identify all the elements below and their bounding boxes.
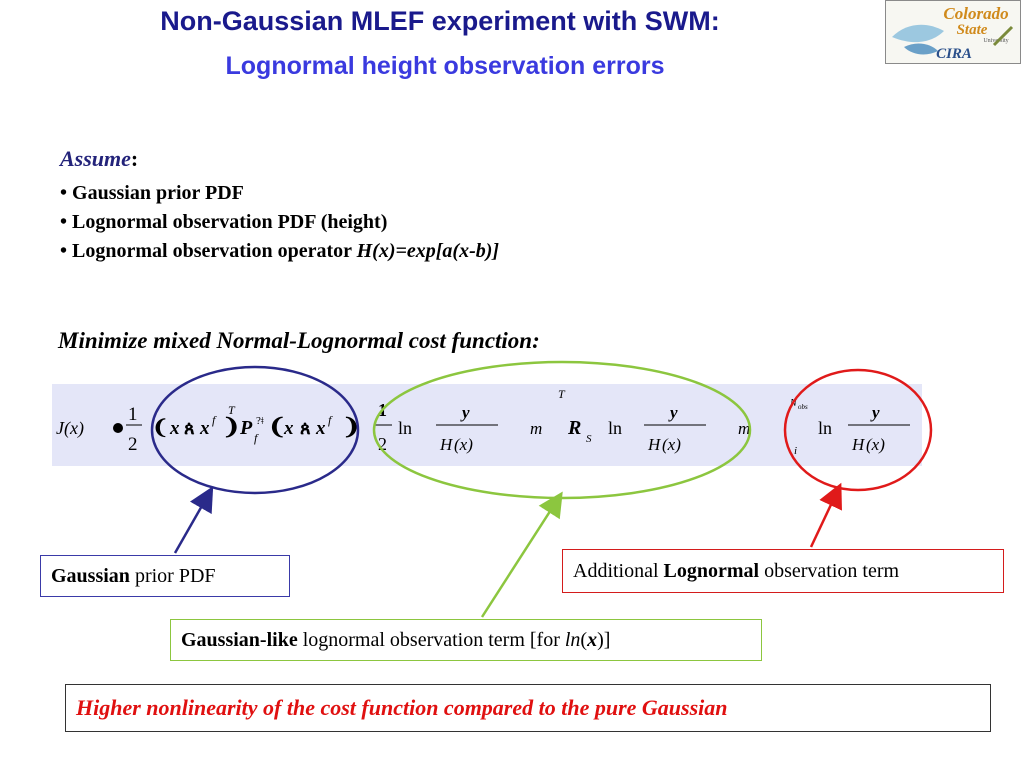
callout-text: Additional <box>573 560 664 582</box>
eq-Hx-2: (x) <box>662 435 681 454</box>
assume-item-label: Lognormal observation operator <box>72 240 357 262</box>
assume-item-label: Gaussian prior PDF <box>72 182 244 204</box>
logo-graphic: Colorado State University CIRA <box>886 1 1020 63</box>
eq-f-sub: f <box>254 431 259 445</box>
assume-label: Assume <box>60 146 131 171</box>
eq-equals-glyph <box>113 423 123 433</box>
logo-colorado-text: Colorado <box>943 4 1008 23</box>
callout-paren: ( <box>580 629 588 651</box>
additional-lognormal-arrow <box>809 482 842 548</box>
eq-f-sup-1: f <box>212 413 217 427</box>
eq-P: P <box>239 417 253 439</box>
eq-ln-3: ln <box>818 418 832 438</box>
gaussian-like-ellipse <box>372 360 752 500</box>
eq-i-sub: i <box>794 445 797 457</box>
callout-bold-text: Lognormal <box>663 560 760 582</box>
cost-function-equation: J(x) 1 2 ❨ x ጰ x f ❩ T P f ?ǂ ❨ x ጰ x f … <box>52 384 922 466</box>
eq-x2: x <box>199 418 210 439</box>
minimize-heading: Minimize mixed Normal-Lognormal cost fun… <box>58 328 540 353</box>
colorado-state-cira-logo: Colorado State University CIRA <box>885 0 1021 64</box>
eq-minus-glyph: ጰ <box>184 418 195 438</box>
eq-H-1: H <box>439 435 454 454</box>
gaussian-like-callout: Gaussian-like lognormal observation term… <box>170 619 762 661</box>
callout-bold-text: Gaussian <box>51 565 130 587</box>
gaussian-prior-ellipse <box>150 365 360 495</box>
eq-f-sup-2: f <box>328 413 333 427</box>
logo-state-text: State <box>957 22 988 38</box>
eq-paren-glyph-2: ❨ <box>268 414 286 439</box>
eq-paren-glyph: ❨ <box>152 417 169 439</box>
eq-x4: x <box>315 418 326 439</box>
eq-inverse-glyph: ?ǂ <box>256 415 264 427</box>
eq-Hx-1: (x) <box>454 435 473 454</box>
eq-lhs: J(x) <box>56 418 84 439</box>
assume-colon: : <box>130 146 139 171</box>
eq-y-1: y <box>460 403 470 422</box>
callout-x-text: x <box>587 629 598 651</box>
gaussian-prior-arrow <box>173 486 214 554</box>
gaussian-prior-callout: Gaussian prior PDF <box>40 555 290 597</box>
gaussian-like-arrow <box>480 491 563 618</box>
eq-Hx-3: (x) <box>866 435 885 454</box>
assume-item-gaussian-prior: • Gaussian prior PDF <box>60 182 244 204</box>
callout-bold-text: Gaussian-like <box>181 629 298 651</box>
logo-pen-icon <box>992 25 1014 47</box>
additional-lognormal-ellipse <box>783 368 933 492</box>
logo-cloud-icon <box>904 43 938 55</box>
eq-ln-1: ln <box>398 418 412 438</box>
eq-y-2: y <box>668 403 678 422</box>
eq-y-3: y <box>870 403 880 422</box>
eq-H-3: H <box>851 435 866 454</box>
observation-operator-formula: H(x)=exp[a(x-b)] <box>356 240 500 262</box>
eq-x3: x <box>283 418 294 439</box>
higher-nonlinearity-text: Higher nonlinearity of the cost function… <box>76 695 728 720</box>
eq-half-den: 2 <box>128 434 138 455</box>
eq-ln-2: ln <box>608 418 622 438</box>
eq-minus-glyph-2: ጰ <box>300 418 311 438</box>
assume-heading: Assume: <box>60 146 138 172</box>
eq-T-sup-1: T <box>228 403 236 417</box>
eq-half-num: 1 <box>128 404 138 425</box>
eq-H-2: H <box>647 435 662 454</box>
logo-cira-text: CIRA <box>936 46 972 62</box>
eq-m-2: m <box>738 419 750 438</box>
callout-ln-text: ln <box>564 629 581 651</box>
higher-nonlinearity-callout: Higher nonlinearity of the cost function… <box>65 684 991 732</box>
callout-paren: )] <box>597 629 611 651</box>
assume-item-lognormal-operator: • Lognormal observation operator H(x)=ex… <box>60 240 500 262</box>
additional-lognormal-callout: Additional Lognormal observation term <box>562 549 1004 593</box>
eq-R: R <box>567 417 581 439</box>
eq-obs-sub: obs <box>798 403 808 411</box>
logo-swoosh-icon <box>892 24 944 43</box>
equation-graphic: J(x) 1 2 ❨ x ጰ x f ❩ T P f ?ǂ ❨ x ጰ x f … <box>56 387 910 457</box>
eq-paren-close-glyph: ❩ <box>222 414 240 439</box>
eq-m-1: m <box>530 419 542 438</box>
eq-S-sub: S <box>586 433 592 445</box>
callout-text: lognormal observation term [for <box>297 629 565 651</box>
slide-subtitle: Lognormal height observation errors <box>225 52 665 80</box>
eq-T-sup-2: T <box>558 387 566 401</box>
assume-list: • Gaussian prior PDF • Lognormal observa… <box>60 179 499 266</box>
callout-text: prior PDF <box>129 565 216 587</box>
eq-x1: x <box>169 418 180 439</box>
callout-text: observation term <box>759 560 900 582</box>
assume-item-label: Lognormal observation PDF (height) <box>72 211 388 233</box>
assume-item-lognormal-pdf: • Lognormal observation PDF (height) <box>60 211 388 233</box>
slide-title: Non-Gaussian MLEF experiment with SWM: <box>160 6 720 36</box>
eq-half-den-2: 2 <box>378 434 387 454</box>
